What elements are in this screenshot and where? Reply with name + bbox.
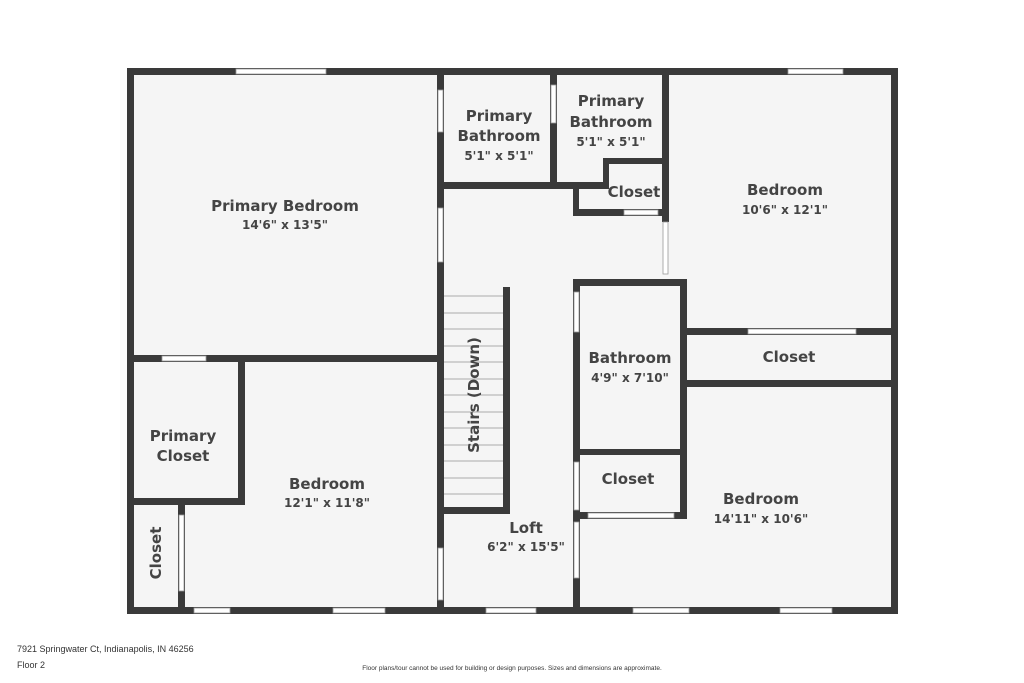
door-opening bbox=[662, 221, 669, 275]
room-labels: Primary Bedroom 14'6" x 13'5" Primary Ba… bbox=[147, 92, 828, 579]
room-label-primary-bathroom-1-line2: Bathroom bbox=[457, 127, 540, 145]
room-dims-loft: 6'2" x 15'5" bbox=[487, 540, 565, 554]
room-dims-bathroom: 4'9" x 7'10" bbox=[591, 371, 669, 385]
window bbox=[485, 607, 537, 614]
door-opening bbox=[437, 207, 444, 263]
door-opening bbox=[437, 89, 444, 133]
room-dims-primary-bathroom-2: 5'1" x 5'1" bbox=[576, 135, 645, 149]
room-label-bedroom-left: Bedroom bbox=[289, 475, 365, 493]
property-address: 7921 Springwater Ct, Indianapolis, IN 46… bbox=[17, 644, 194, 654]
room-dims-bedroom-top-right: 10'6" x 12'1" bbox=[742, 203, 828, 217]
room-label-primary-bathroom-1-line1: Primary bbox=[466, 107, 533, 125]
door-opening bbox=[573, 521, 580, 579]
window bbox=[779, 607, 833, 614]
door-opening bbox=[178, 514, 185, 592]
room-dims-primary-bedroom: 14'6" x 13'5" bbox=[242, 218, 328, 232]
door-opening bbox=[573, 291, 580, 333]
room-label-loft: Loft bbox=[509, 519, 543, 537]
room-label-closet-left: Closet bbox=[147, 527, 165, 580]
room-label-primary-bathroom-2-line1: Primary bbox=[578, 92, 645, 110]
window bbox=[235, 68, 327, 75]
floor-area bbox=[131, 72, 894, 610]
room-label-bedroom-top-right: Bedroom bbox=[747, 181, 823, 199]
room-label-closet-top: Closet bbox=[608, 183, 661, 201]
window bbox=[193, 607, 231, 614]
door-opening bbox=[437, 547, 444, 601]
stair-treads bbox=[444, 295, 503, 495]
room-label-closet-right: Closet bbox=[763, 348, 816, 366]
door-opening bbox=[747, 328, 857, 335]
window bbox=[332, 607, 386, 614]
room-label-primary-closet-line1: Primary bbox=[150, 427, 217, 445]
door-opening bbox=[550, 84, 557, 124]
room-dims-primary-bathroom-1: 5'1" x 5'1" bbox=[464, 149, 533, 163]
door-opening bbox=[573, 461, 580, 511]
room-label-closet-mid: Closet bbox=[602, 470, 655, 488]
wall-openings bbox=[161, 68, 857, 614]
room-label-primary-bedroom: Primary Bedroom bbox=[211, 197, 359, 215]
door-opening bbox=[587, 512, 675, 519]
window bbox=[632, 607, 690, 614]
room-label-primary-closet-line2: Closet bbox=[157, 447, 210, 465]
door-opening bbox=[161, 355, 207, 362]
room-dims-bedroom-bottom-right: 14'11" x 10'6" bbox=[714, 512, 808, 526]
room-label-bedroom-bottom-right: Bedroom bbox=[723, 490, 799, 508]
window bbox=[787, 68, 844, 75]
room-label-bathroom: Bathroom bbox=[588, 349, 671, 367]
door-opening bbox=[623, 209, 659, 216]
room-label-primary-bathroom-2-line2: Bathroom bbox=[569, 113, 652, 131]
room-dims-bedroom-left: 12'1" x 11'8" bbox=[284, 496, 370, 510]
disclaimer-text: Floor plans/tour cannot be used for buil… bbox=[362, 665, 662, 672]
room-label-stairs: Stairs (Down) bbox=[465, 337, 483, 453]
floor-label: Floor 2 bbox=[17, 660, 46, 670]
walls bbox=[127, 68, 898, 614]
